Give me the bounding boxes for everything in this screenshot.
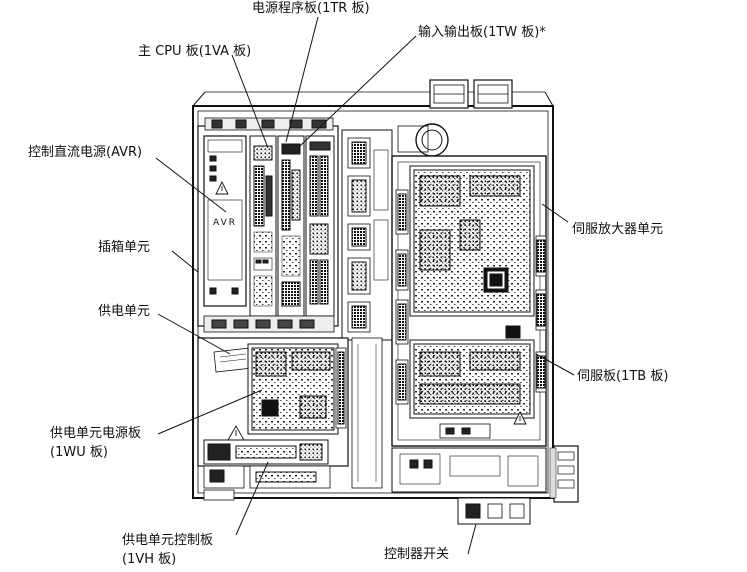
bottom-left-parts <box>203 465 331 501</box>
leader-lines <box>155 16 575 555</box>
label-rack-unit: 插箱单元 <box>98 240 151 255</box>
label-io-board: 输入输出板(1TW 板)* <box>418 25 546 40</box>
power-program-board <box>277 135 305 317</box>
label-servo-board: 伺服板(1TB 板) <box>577 369 669 384</box>
servo-board-upper <box>409 165 535 339</box>
label-control-dc-power: 控制直流电源(AVR) <box>28 145 143 160</box>
label-power-program-board: 电源程序板(1TR 板) <box>252 1 370 16</box>
avr-text: AVR <box>213 218 237 228</box>
cpu-board <box>249 135 277 317</box>
power-supply-unit <box>197 337 349 467</box>
label-controller-switch: 控制器开关 <box>384 547 450 562</box>
avr-module: AVR <box>203 135 247 307</box>
label-psu-control-board: 供电单元控制板 <box>122 533 214 548</box>
label-psu-power-board-code: (1WU 板) <box>50 445 108 460</box>
label-main-cpu-board: 主 CPU 板(1VA 板) <box>138 44 252 59</box>
label-psu-power-board: 供电单元电源板 <box>50 426 142 441</box>
bottom-bracket <box>457 497 531 525</box>
servo-board-lower <box>409 339 535 439</box>
top-handles <box>429 79 513 109</box>
controller-switch <box>549 445 579 503</box>
rack-bottom-rail <box>203 315 335 333</box>
label-servo-amp-unit: 伺服放大器单元 <box>572 222 664 237</box>
label-psu-control-board-code: (1VH 板) <box>122 552 177 567</box>
bottom-right-parts <box>391 447 547 493</box>
io-board <box>305 135 335 317</box>
middle-connectors <box>341 129 393 341</box>
servo-side-connectors <box>395 189 547 405</box>
label-power-supply-unit: 供电单元 <box>98 304 151 319</box>
cable-duct <box>351 337 383 489</box>
top-port <box>397 123 449 157</box>
